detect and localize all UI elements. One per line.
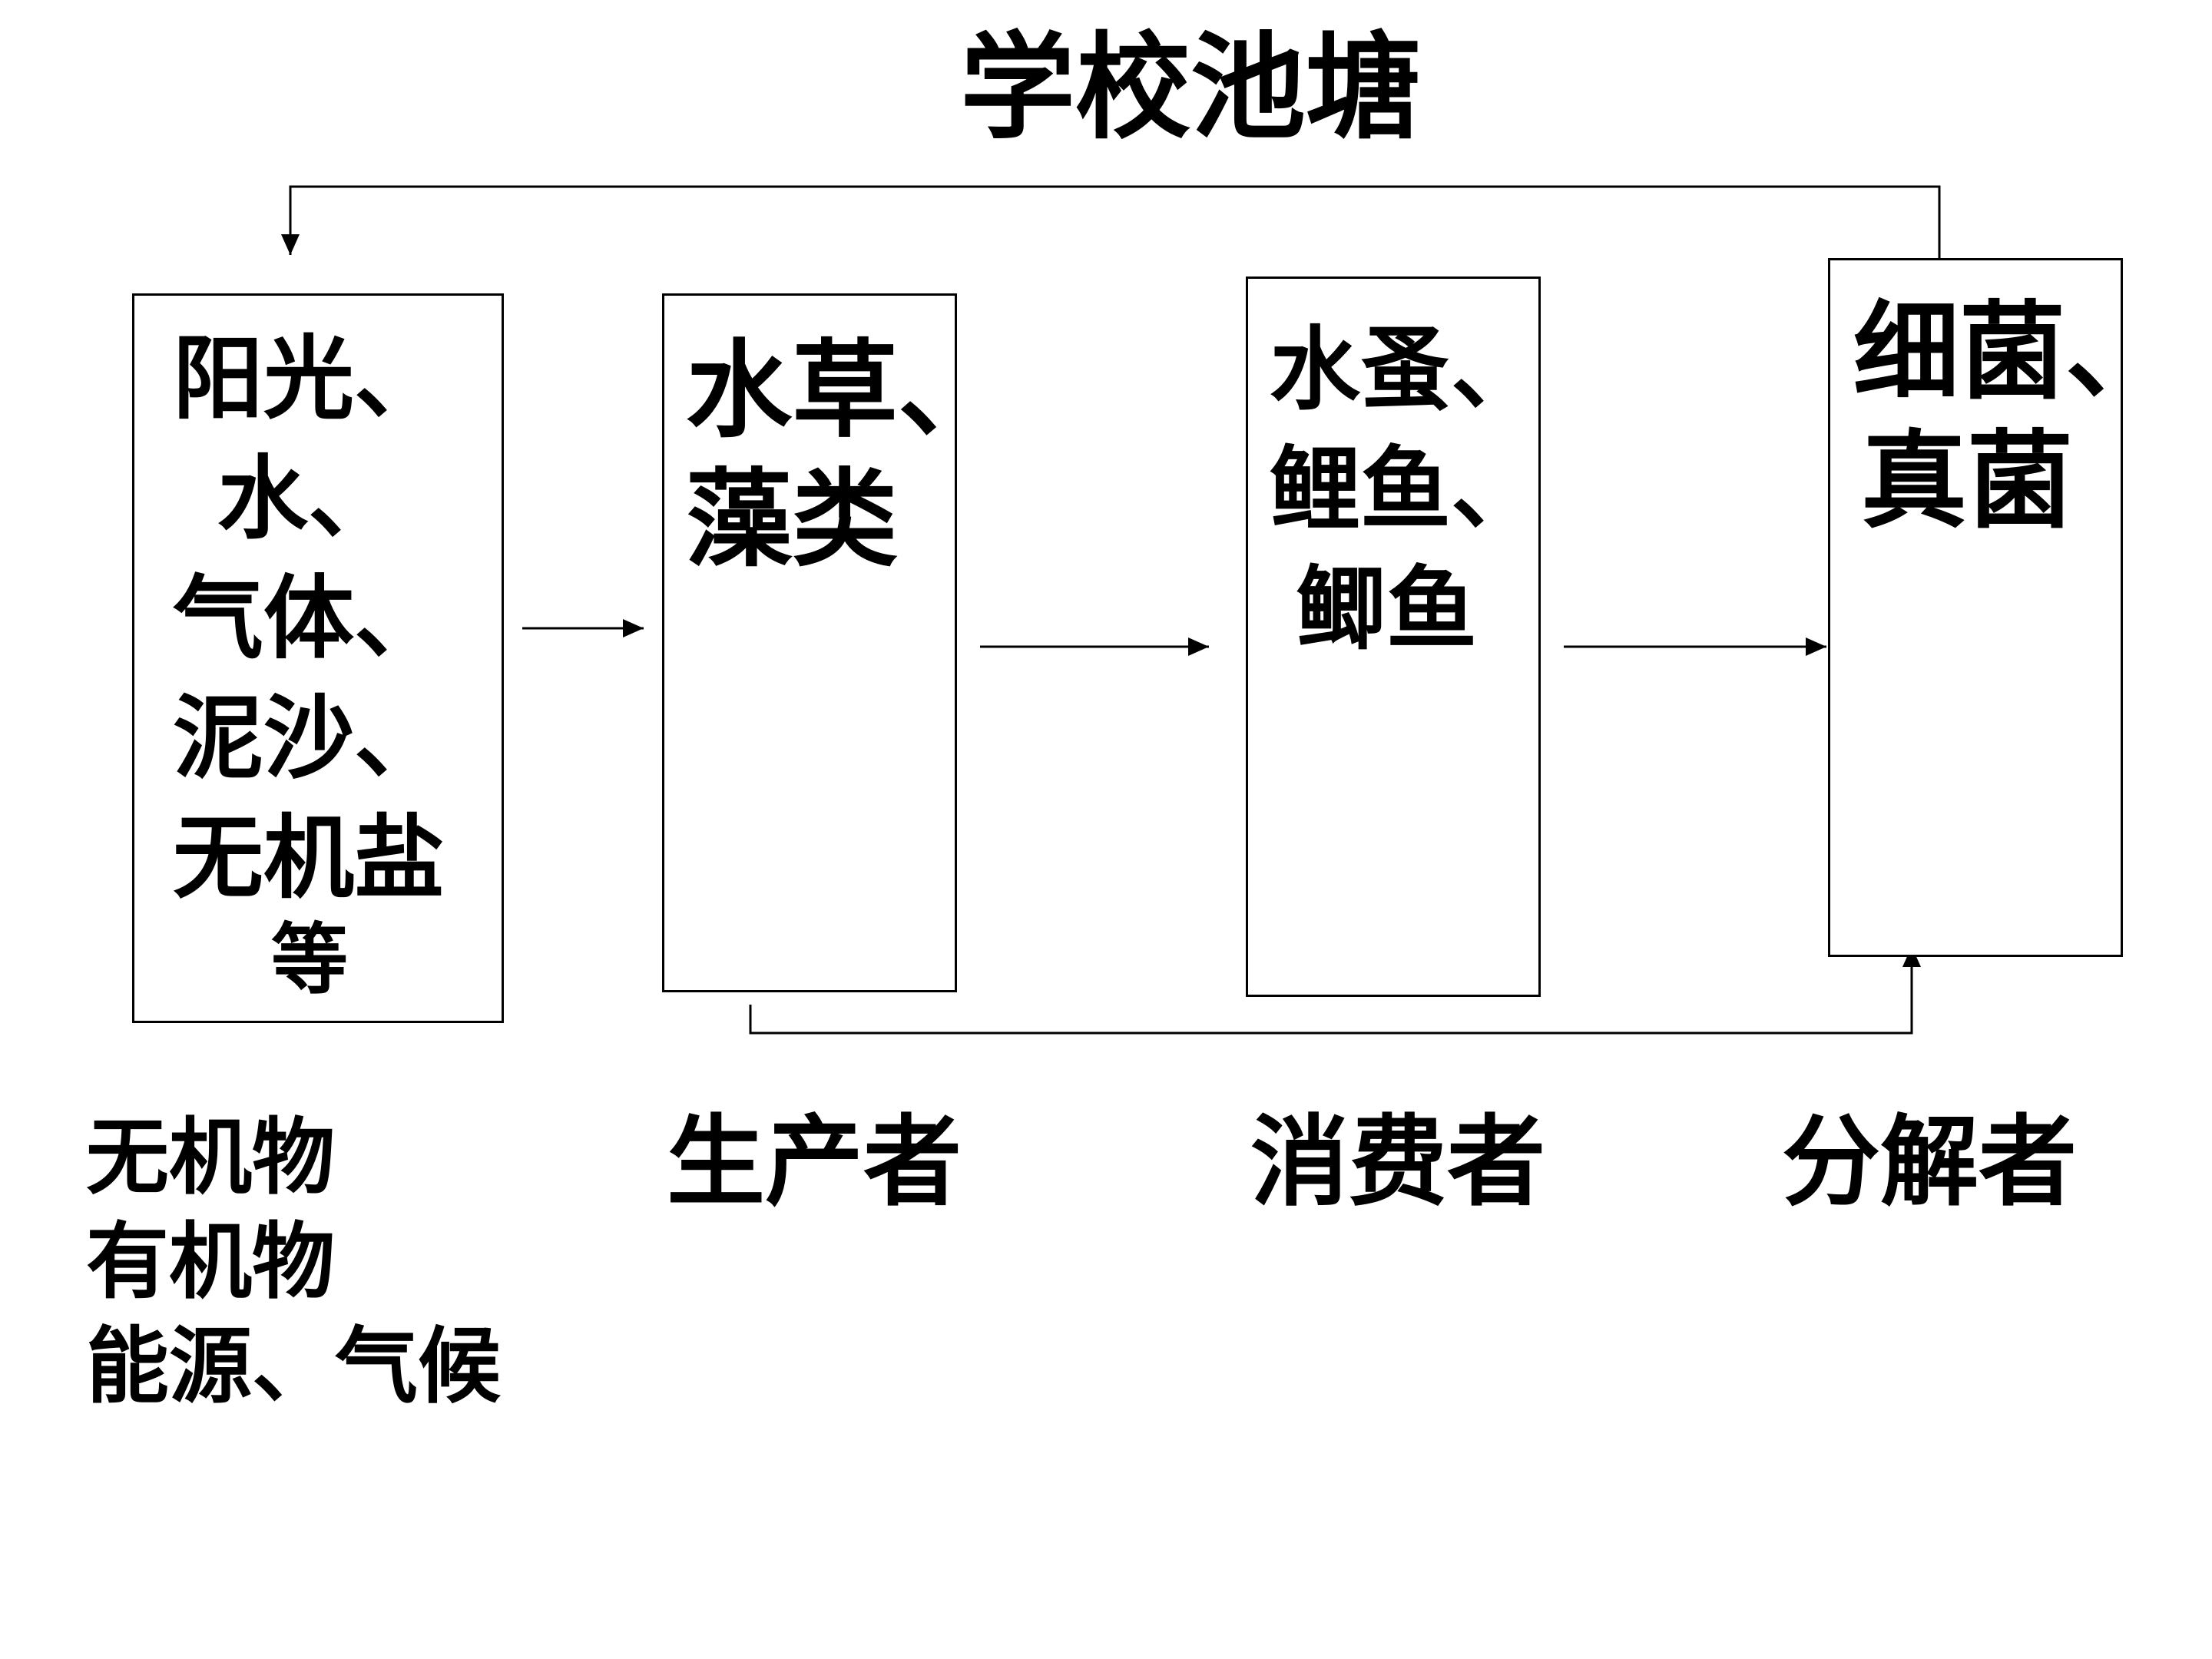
decomposers-text: 细菌、 真菌 <box>1853 288 2171 546</box>
feedback-arrow-decomposers-to-abiotic <box>281 185 1941 258</box>
decomposer-item: 细菌、 <box>1853 290 2172 414</box>
consumer-item: 鲤鱼、 <box>1270 436 1542 542</box>
producers-text: 水草、 藻类 <box>686 326 1004 584</box>
abiotic-item: 阳光、 <box>173 326 445 432</box>
label-producers: 生产者 <box>667 1105 962 1220</box>
factor-item: 无机物 <box>86 1110 336 1206</box>
decomposers-box: 细菌、 真菌 <box>1828 258 2171 957</box>
consumer-item: 鲫鱼 <box>1296 556 1478 662</box>
abiotic-item: 水、 <box>217 445 399 551</box>
producer-item: 水草、 <box>686 329 1005 452</box>
label-decomposers: 分解者 <box>1782 1105 2078 1220</box>
diagram-title: 学校池塘 <box>959 22 1421 155</box>
consumers-text: 水蚤、 鲤鱼、 鲫鱼 <box>1270 310 1541 669</box>
abiotic-item: 气体、 <box>173 565 445 671</box>
factor-item: 能源、气候 <box>86 1319 502 1415</box>
abiotic-factors-list: 无机物 有机物 能源、气候 <box>86 1106 501 1419</box>
abiotic-item: 无机盐 <box>173 805 445 911</box>
label-consumers: 消费者 <box>1250 1105 1546 1220</box>
decomposer-item: 真菌 <box>1861 419 2074 543</box>
abiotic-item: 泥沙、 <box>173 685 445 791</box>
consumer-item: 水蚤、 <box>1270 316 1542 422</box>
abiotic-box: 阳光、 水、 气体、 泥沙、 无机盐 等 <box>132 293 504 1023</box>
producers-box: 水草、 藻类 <box>662 293 1004 992</box>
consumers-box: 水蚤、 鲤鱼、 鲫鱼 <box>1246 276 1541 997</box>
abiotic-item: 等 <box>271 915 348 1005</box>
factor-item: 有机物 <box>86 1214 336 1310</box>
producer-item: 藻类 <box>686 458 899 581</box>
arrow-producers-to-decomposers <box>749 946 1921 1035</box>
abiotic-text: 阳光、 水、 气体、 泥沙、 无机盐 等 <box>173 319 445 1002</box>
